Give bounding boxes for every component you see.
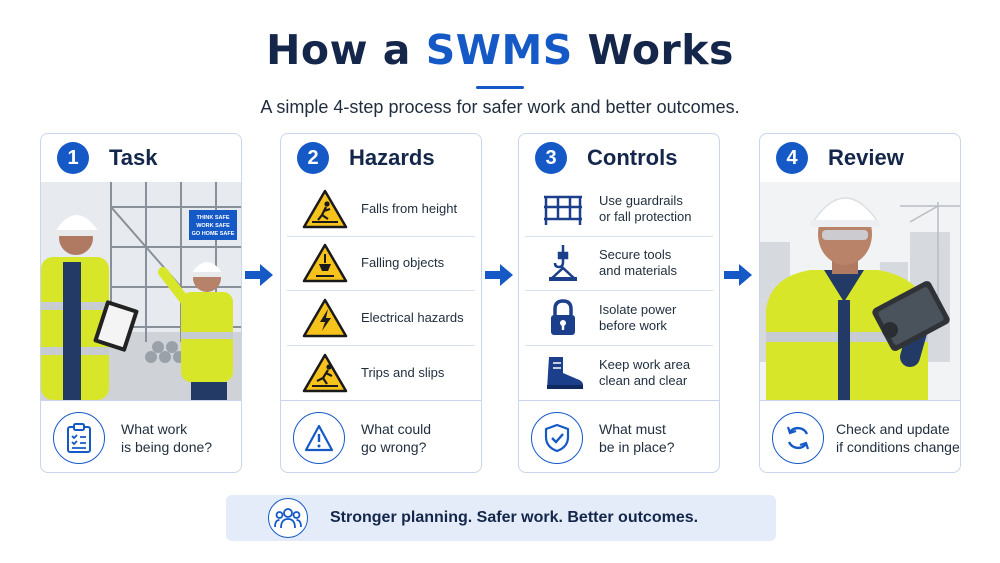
crane-hook-icon	[539, 241, 587, 285]
step-footer: What must be in place?	[519, 400, 719, 472]
step-footer: What work is being done?	[41, 400, 241, 472]
refresh-cycle-icon	[772, 411, 824, 464]
step-card-hazards: 2 Hazards Falls from height Falling obje…	[280, 133, 482, 473]
arrow-right-icon	[485, 264, 513, 286]
step-number: 3	[535, 142, 567, 174]
step-card-review: 4 Review	[759, 133, 961, 473]
step-question: What must be in place?	[599, 420, 675, 455]
guardrail-icon	[539, 187, 587, 231]
step-number: 4	[776, 142, 808, 174]
hazard-label: Trips and slips	[361, 364, 445, 380]
summary-banner: Stronger planning. Safer work. Better ou…	[226, 495, 776, 541]
step-card-task: 1 Task THINK SAFE WORK SAFE GO HOME SAFE	[40, 133, 242, 473]
step-question: What could go wrong?	[361, 420, 432, 455]
falling-object-warning-icon	[301, 241, 349, 285]
arrow-right-icon	[724, 264, 752, 286]
trip-warning-icon	[301, 351, 349, 395]
electrical-warning-icon	[301, 296, 349, 340]
clipboard-checklist-icon	[53, 411, 105, 464]
hazard-list: Falls from height Falling objects Electr…	[281, 182, 481, 400]
warning-triangle-icon	[293, 411, 345, 464]
title-underline	[476, 86, 524, 89]
step-title: Task	[109, 145, 158, 170]
step-question: What work is being done?	[121, 420, 213, 455]
team-people-icon	[268, 498, 308, 538]
sign-line-1: THINK SAFE	[197, 215, 230, 221]
step-footer: What could go wrong?	[281, 400, 481, 472]
summary-text: Stronger planning. Safer work. Better ou…	[330, 509, 699, 526]
step-title: Hazards	[349, 145, 435, 170]
hazard-label: Falls from height	[361, 200, 458, 216]
workers-scaffold-illustration: THINK SAFE WORK SAFE GO HOME SAFE	[41, 182, 241, 400]
safety-boot-icon	[539, 351, 587, 395]
step-header: 3 Controls	[519, 134, 719, 182]
step-header: 1 Task	[41, 134, 241, 182]
list-item: Falling objects	[287, 237, 475, 291]
step-title: Review	[828, 145, 904, 170]
step-header: 4 Review	[760, 134, 960, 182]
step-title: Controls	[587, 145, 678, 170]
arrow-right-icon	[245, 264, 273, 286]
worker-tablet-illustration	[760, 182, 960, 400]
fall-warning-icon	[301, 187, 349, 231]
shield-check-icon	[531, 411, 583, 464]
list-item: Falls from height	[287, 182, 475, 237]
hazard-label: Electrical hazards	[361, 309, 464, 325]
step-question: Check and update if conditions change	[836, 420, 960, 455]
padlock-icon	[539, 296, 587, 340]
hazard-label: Falling objects	[361, 255, 445, 271]
page-title: How a SWMS Works	[266, 26, 734, 74]
review-photo	[760, 182, 960, 400]
step-number: 1	[57, 142, 89, 174]
sign-line-2: WORK SAFE	[196, 223, 230, 229]
step-header: 2 Hazards	[281, 134, 481, 182]
task-photo: THINK SAFE WORK SAFE GO HOME SAFE	[41, 182, 241, 400]
step-footer: Check and update if conditions change	[760, 400, 960, 472]
sign-line-3: GO HOME SAFE	[192, 231, 235, 237]
title-accent: SWMS	[425, 26, 573, 74]
list-item: Trips and slips	[287, 346, 475, 401]
page-subtitle: A simple 4-step process for safer work a…	[260, 97, 740, 117]
list-item: Electrical hazards	[287, 291, 475, 346]
step-number: 2	[297, 142, 329, 174]
